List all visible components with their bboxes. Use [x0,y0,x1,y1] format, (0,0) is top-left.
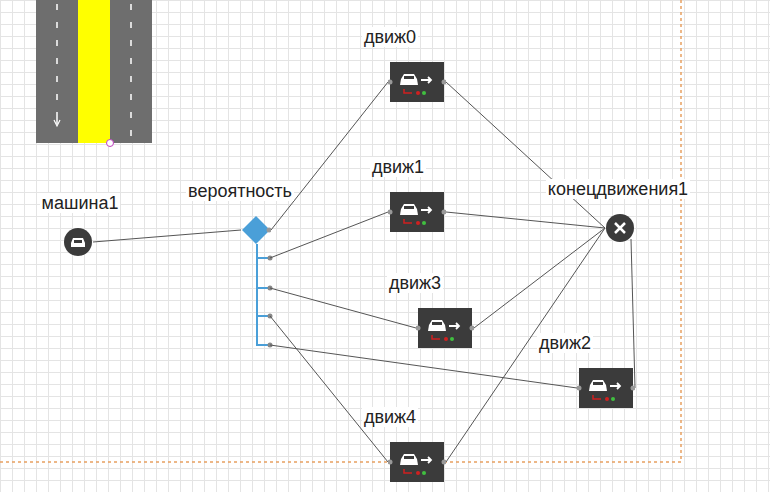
connector [474,228,605,328]
move-block: движ1 [388,191,446,233]
node-shape [416,307,474,349]
connector [270,345,577,388]
connector [270,212,388,258]
move-block: движ2 [577,367,635,409]
connector [631,239,635,388]
connector [93,230,241,242]
sink-circle: конецдвижения1 [605,213,635,243]
node-label: движ3 [387,273,443,293]
node-shape [388,61,446,103]
node-shape [241,215,271,245]
connector [271,82,388,230]
node-label: движ0 [362,27,418,47]
port-dots [268,256,273,348]
connector [446,82,605,228]
node-label: вероятность [186,181,294,201]
connector [270,316,388,462]
node-shape [605,213,635,243]
node-shape [63,227,93,257]
boundary-line [0,461,681,463]
source-circle: машина1 [63,227,93,257]
move-block: движ4 [388,441,446,483]
node-label: движ1 [370,157,426,177]
decision-diamond: вероятность [241,215,271,245]
node-shape [388,441,446,483]
branch-bar [257,244,268,346]
connector [446,212,605,228]
boundary-line [680,0,682,462]
connector [270,288,416,328]
node-label: конецдвижения1 [546,179,690,199]
move-block: движ3 [416,307,474,349]
node-label: движ4 [362,407,418,427]
node-label: движ2 [537,333,593,353]
node-shape [388,191,446,233]
move-block: движ0 [388,61,446,103]
road-illustration [36,0,152,147]
node-label: машина1 [40,193,121,213]
node-shape [577,367,635,409]
